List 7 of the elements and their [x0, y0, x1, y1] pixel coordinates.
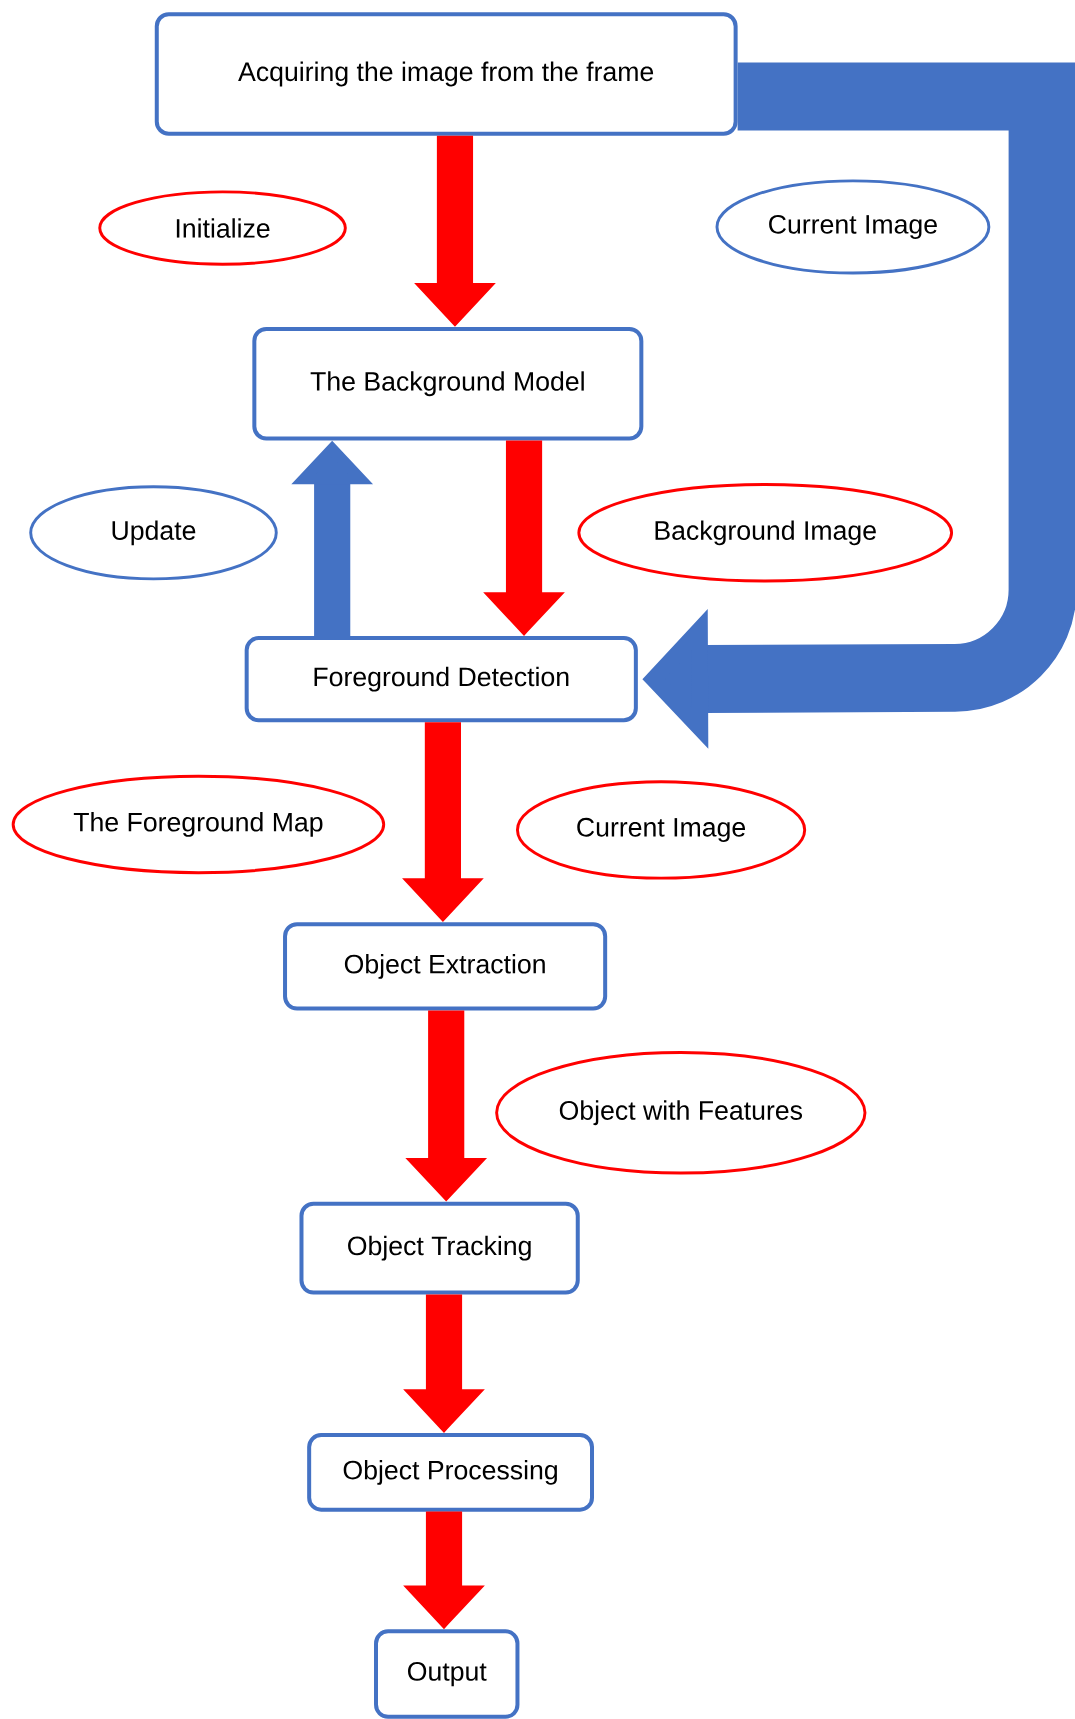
- process-box: The Background Model: [252, 326, 644, 441]
- process-box: Object Processing: [306, 1433, 594, 1512]
- process-box: Object Tracking: [299, 1201, 580, 1295]
- process-box: Acquiring the image from the frame: [154, 12, 738, 136]
- process-box: Foreground Detection: [244, 636, 638, 723]
- process-box: Output: [373, 1629, 520, 1719]
- process-box: Object Extraction: [282, 922, 607, 1011]
